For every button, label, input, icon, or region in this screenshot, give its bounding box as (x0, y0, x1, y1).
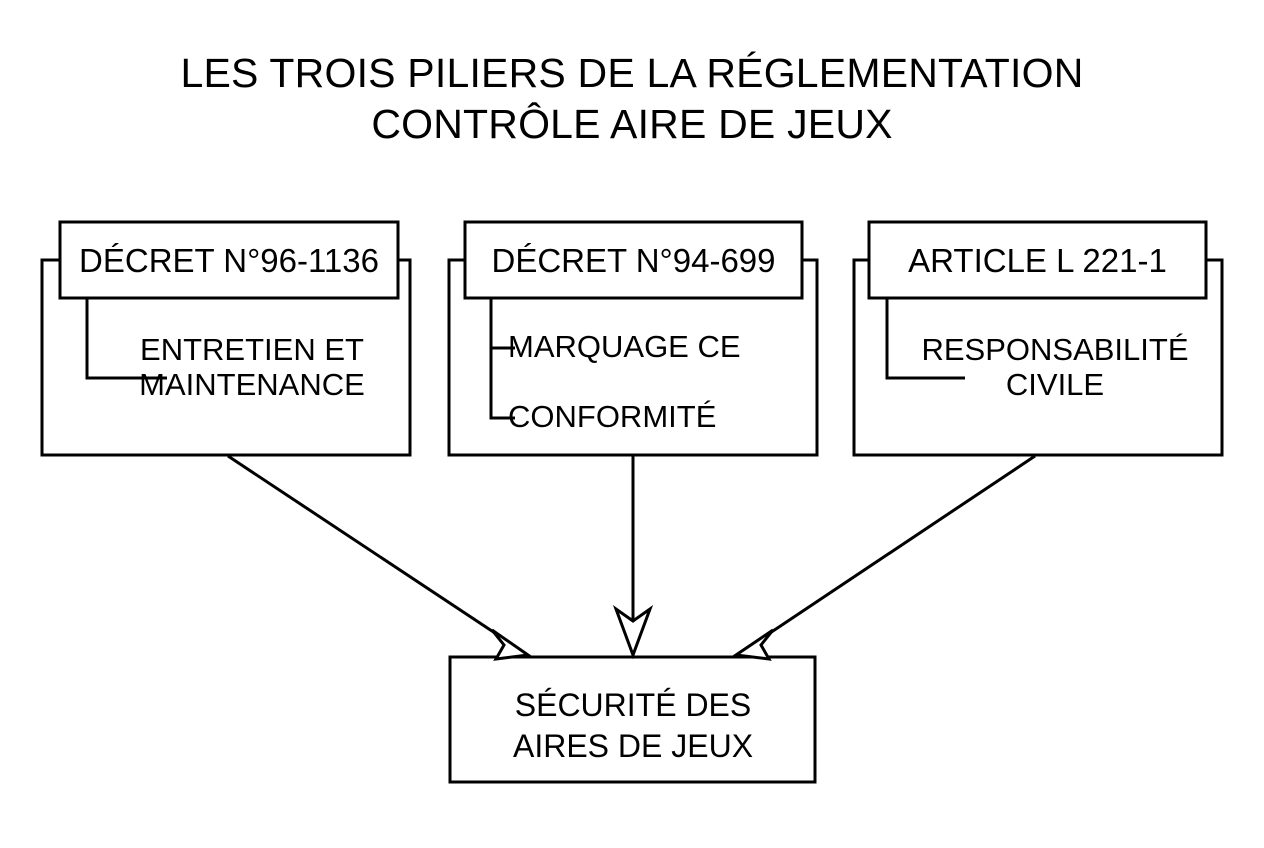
arrow-pillar-1-to-outcome (612, 456, 654, 660)
pillar-1-bracket (489, 299, 515, 420)
pillar-2-header-box (867, 220, 1208, 300)
arrow-head (731, 628, 775, 661)
pillar-0-header-label: DÉCRET N°96-1136 (79, 242, 379, 279)
pillar-0-bracket (85, 299, 167, 380)
pillar-1-header-label: DÉCRET N°94-699 (491, 242, 776, 279)
pillar-1-group (447, 220, 819, 457)
pillar-1-item-0-label: MARQUAGE CE (508, 329, 741, 364)
pillar-0-group (40, 220, 412, 457)
pillar-1-header-box (463, 220, 804, 300)
arrow-head (490, 628, 533, 661)
pillar-2-group (852, 220, 1224, 457)
pillar-1-item-1-label: CONFORMITÉ (508, 399, 717, 434)
arrow-pillar-2-to-outcome (731, 454, 1036, 661)
page-title: LES TROIS PILIERS DE LA RÉGLEMENTATION C… (180, 50, 1084, 148)
arrow-shaft (227, 454, 508, 643)
pillar-0-item-0-label: ENTRETIEN ET MAINTENANCE (139, 332, 365, 402)
outcome-label: SÉCURITÉ DES AIRES DE JEUX (512, 687, 754, 764)
arrow-shaft (757, 454, 1036, 643)
pillar-2-header-label: ARTICLE L 221-1 (908, 242, 1167, 279)
arrow-head (612, 604, 654, 660)
pillar-0-header-box (58, 220, 400, 300)
pillar-2-item-0-label: RESPONSABILITÉ CIVILE (921, 332, 1189, 402)
pillar-2-bracket (885, 299, 965, 380)
arrow-pillar-0-to-outcome (227, 454, 533, 661)
